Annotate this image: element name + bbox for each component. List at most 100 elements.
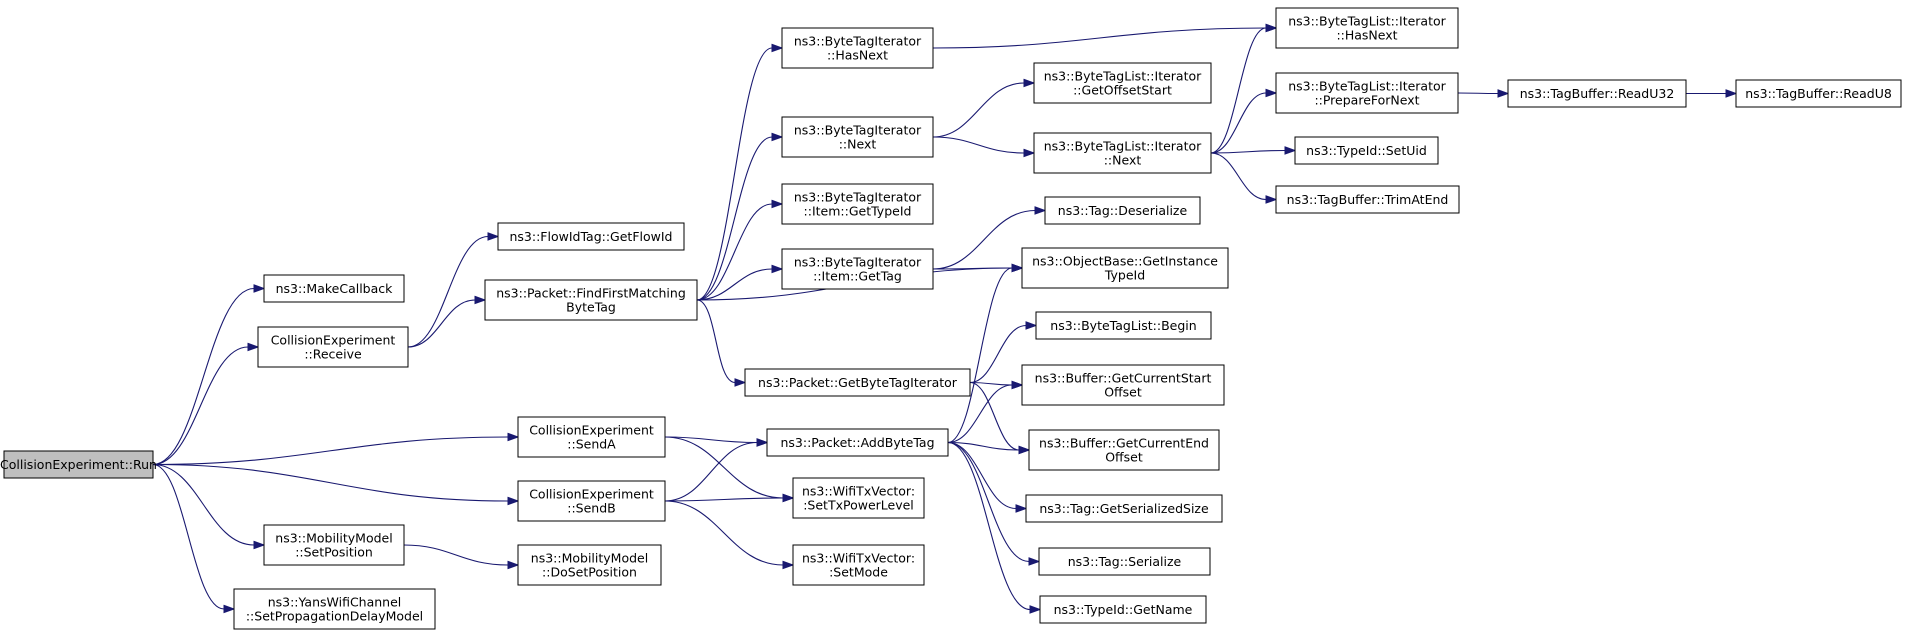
call-edge-arrowhead [1725,89,1738,98]
function-node-label: ns3::ByteTagIterator [794,34,922,49]
function-node-box [1033,132,1212,174]
function-node-getbti[interactable]: ns3::Packet::GetByteTagIterator [744,368,971,397]
function-node-tag_deser[interactable]: ns3::Tag::Deserialize [1044,196,1201,225]
function-node-box [263,274,405,303]
function-node-sendb[interactable]: CollisionExperiment::SendB [517,480,666,522]
function-node-label: ::Item::GetTypeId [804,204,912,219]
function-node-label: ::SendA [567,437,616,452]
call-edge-line [152,463,255,546]
function-node-flowid[interactable]: ns3::FlowIdTag::GetFlowId [497,222,685,251]
function-node-bti_item_typeid[interactable]: ns3::ByteTagIterator::Item::GetTypeId [781,183,934,225]
call-edge-arrowhead [1011,380,1024,390]
function-node-label: Offset [1104,385,1142,400]
function-node-bti_item_gettag[interactable]: ns3::ByteTagIterator::Item::GetTag [781,248,934,290]
call-edge-mmsetpos-to-mmdoset [403,544,520,570]
function-node-label: ::SetPosition [295,545,373,560]
call-edge-addbytetag-to-typeid_getname [947,441,1042,614]
call-edge-arrowhead [1034,206,1047,215]
function-node-label: ns3::Buffer::GetCurrentEnd [1039,436,1209,451]
function-node-label: ns3::ByteTagIterator [794,255,922,270]
function-node-box [1275,7,1459,49]
call-edge-arrowhead [253,540,266,550]
call-edge-btli_next-to-tb_trim [1210,152,1278,204]
function-node-label: ::PrepareForNext [1314,93,1419,108]
function-node-box [517,416,666,458]
function-node-settxpower[interactable]: ns3::WifiTxVector::SetTxPowerLevel [792,477,925,519]
function-node-label: ns3::MobilityModel [275,531,392,546]
function-node-makecb[interactable]: ns3::MakeCallback [263,274,405,303]
function-node-label: CollisionExperiment [529,487,654,502]
call-edge-arrowhead [771,43,784,53]
call-edge-arrowhead [756,438,769,447]
function-node-receive[interactable]: CollisionExperiment::Receive [257,326,409,368]
function-node-btli_hasnext[interactable]: ns3::ByteTagList::Iterator::HasNext [1275,7,1459,49]
function-node-label: Offset [1105,450,1143,465]
function-node-label: ns3::Tag::GetSerializedSize [1039,501,1209,516]
function-node-tag_sersize[interactable]: ns3::Tag::GetSerializedSize [1025,494,1223,523]
function-node-tb_trim[interactable]: ns3::TagBuffer::TrimAtEnd [1275,185,1460,214]
call-edge-findfirst-to-bti_hasnext [696,43,784,301]
function-node-label: ::Receive [304,347,362,362]
function-node-box [1021,364,1225,406]
function-node-label: ns3::WifiTxVector: [802,484,915,499]
function-node-tb_readu8[interactable]: ns3::TagBuffer::ReadU8 [1735,79,1902,108]
call-edge-bti_next-to-btli_next [932,136,1036,158]
function-node-typeid_setuid[interactable]: ns3::TypeId::SetUid [1294,136,1439,165]
function-node-box [1044,196,1201,225]
function-node-setmode[interactable]: ns3::WifiTxVector::SetMode [792,544,925,586]
call-edge-arrowhead [507,496,520,506]
function-node-btli_prepare[interactable]: ns3::ByteTagList::Iterator::PrepareForNe… [1275,72,1459,114]
function-node-mmdoset[interactable]: ns3::MobilityModel::DoSetPosition [517,544,662,586]
call-edge-receive-to-flowid [407,232,500,348]
function-node-run[interactable]: CollisionExperiment::Run [0,450,157,479]
function-node-yans[interactable]: ns3::YansWifiChannel::SetPropagationDela… [233,588,436,630]
call-edge-line [403,544,509,566]
function-node-mmsetpos[interactable]: ns3::MobilityModel::SetPosition [263,524,405,566]
function-node-label: ns3::Tag::Deserialize [1058,203,1188,218]
call-graph-edges [152,23,1738,614]
call-edge-arrowhead [1029,605,1042,614]
call-edge-arrowhead [1015,504,1028,513]
call-edge-getbti-to-btl_begin [969,321,1038,384]
function-node-bti_next[interactable]: ns3::ByteTagIterator::Next [781,116,934,158]
function-node-btli_getoffset[interactable]: ns3::ByteTagList::Iterator::GetOffsetSta… [1033,62,1212,104]
function-node-label: ns3::FlowIdTag::GetFlowId [510,229,673,244]
call-edge-arrowhead [247,342,260,352]
function-node-bti_hasnext[interactable]: ns3::ByteTagIterator::HasNext [781,27,934,69]
call-edge-arrowhead [1023,148,1036,158]
call-edge-addbytetag-to-objbase [947,263,1024,444]
call-edge-arrowhead [223,604,236,614]
function-node-box [766,428,949,457]
call-edge-arrowhead [771,132,784,142]
call-edge-line [152,346,249,466]
call-edge-addbytetag-to-buf_end [947,441,1031,455]
function-node-btl_begin[interactable]: ns3::ByteTagList::Begin [1035,311,1212,340]
function-node-box [792,544,925,586]
call-edge-arrowhead [1011,263,1024,273]
function-node-label: ns3::ByteTagList::Begin [1050,318,1196,333]
function-node-typeid_getname[interactable]: ns3::TypeId::GetName [1039,595,1207,624]
call-edge-line [664,441,758,502]
call-edge-arrowhead [782,560,795,570]
call-edge-run-to-mmsetpos [152,463,266,550]
call-edge-arrowhead [1284,146,1297,155]
function-node-tb_readu32[interactable]: ns3::TagBuffer::ReadU32 [1507,79,1687,108]
function-node-addbytetag[interactable]: ns3::Packet::AddByteTag [766,428,949,457]
call-edge-line [664,436,758,444]
function-node-label: ns3::Packet::FindFirstMatching [496,286,686,301]
function-node-label: ns3::TypeId::GetName [1054,602,1193,617]
call-edge-sendb-to-addbytetag [664,438,769,502]
function-node-box [781,183,934,225]
function-node-box [263,524,405,566]
function-node-box [1028,429,1220,471]
function-node-label: ns3::ByteTagIterator [794,190,922,205]
function-node-box [1507,79,1687,108]
function-node-btli_next[interactable]: ns3::ByteTagList::Iterator::Next [1033,132,1212,174]
call-edge-arrowhead [782,493,795,503]
function-node-tag_ser[interactable]: ns3::Tag::Serialize [1038,547,1211,576]
function-node-senda[interactable]: CollisionExperiment::SendA [517,416,666,458]
